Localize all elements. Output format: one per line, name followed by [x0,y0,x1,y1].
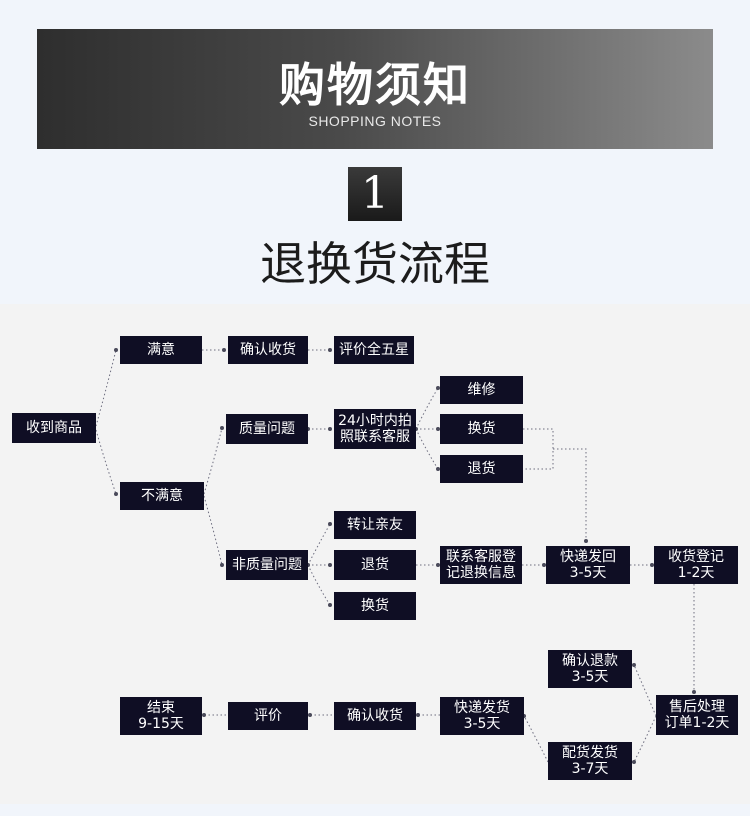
section-title: 退换货流程 [260,237,490,291]
node-non-quality-issue: 非质量问题 [226,550,308,580]
banner-title: 购物须知 [279,58,471,112]
node-repair: 维修 [440,376,523,404]
shopping-notes-banner: 购物须知 SHOPPING NOTES [37,29,713,149]
node-receive-register: 收货登记 1-2天 [654,546,738,584]
node-end: 结束 9-15天 [120,697,202,735]
node-confirm-refund: 确认退款 3-5天 [548,650,632,688]
node-exchange-quality: 换货 [440,414,523,444]
node-return-quality: 退货 [440,455,523,483]
node-receive-goods: 收到商品 [12,413,96,443]
node-transfer-friend: 转让亲友 [334,511,416,539]
banner-subtitle: SHOPPING NOTES [308,113,442,129]
node-unsatisfied: 不满意 [120,482,204,510]
node-quality-issue: 质量问题 [226,414,308,444]
step-number-badge: 1 [348,167,402,221]
node-confirm-receipt-bottom: 确认收货 [334,702,416,730]
node-confirm-receipt-top: 确认收货 [228,336,308,364]
node-exchange-non-quality: 换货 [334,592,416,620]
node-return-non-quality: 退货 [334,550,416,580]
node-after-sales: 售后处理 订单1-2天 [656,695,738,735]
node-contact-cs-register: 联系客服登 记退换信息 [440,546,522,584]
node-photo-contact-cs: 24小时内拍 照联系客服 [334,409,416,449]
node-satisfied: 满意 [120,336,202,364]
node-express-delivery: 快递发货 3-5天 [440,697,524,735]
node-review: 评价 [228,702,308,730]
node-express-ship-back: 快递发回 3-5天 [546,546,630,584]
node-five-star-review: 评价全五星 [334,336,414,364]
node-delivery-shipping: 配货发货 3-7天 [548,742,632,780]
